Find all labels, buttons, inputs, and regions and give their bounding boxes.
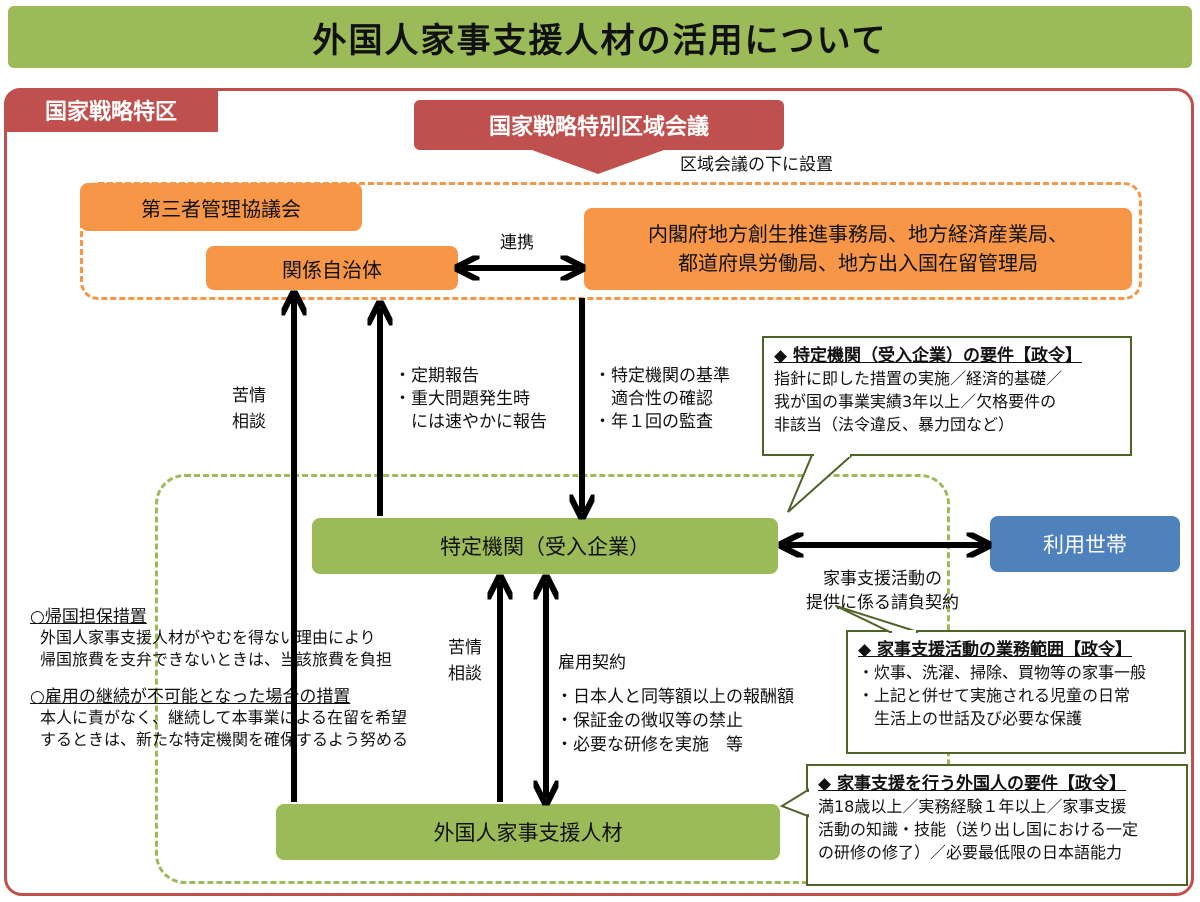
company-requirements-pointer bbox=[787, 454, 855, 513]
employment-line-2: ・保証金の徴収等の禁止 bbox=[556, 710, 743, 731]
report-line-3: には速やかに報告 bbox=[394, 411, 547, 432]
worker-requirements-line-2: 活動の知識・技能（送り出し国における一定 bbox=[818, 819, 1139, 839]
worker-requirements-title: ◆ 家事支援を行う外国人の要件【政令】 bbox=[818, 774, 1126, 794]
company-requirements-line-2: 我が国の事業実績3年以上／欠格要件の bbox=[774, 391, 1057, 411]
complaint2-line-2: 相談 bbox=[448, 663, 482, 684]
local-government-box: 関係自治体 bbox=[206, 246, 458, 290]
complaint-label-bottom: 苦情 相談 bbox=[448, 636, 482, 687]
audit-line-2: 適合性の確認 bbox=[594, 388, 713, 409]
audit-line-3: ・年１回の監査 bbox=[594, 411, 713, 432]
zone-council-box: 国家戦略特別区域会議 bbox=[414, 100, 784, 150]
contract-line-1: 家事支援活動の bbox=[823, 569, 942, 589]
employment-continuity-title: ○雇用の継続が不可能となった場合の措置 bbox=[30, 687, 351, 707]
employment-line-1: ・日本人と同等額以上の報酬額 bbox=[556, 687, 794, 707]
complaint-line-1: 苦情 bbox=[232, 386, 266, 406]
report-label: ・定期報告 ・重大問題発生時 には速やかに報告 bbox=[394, 365, 547, 434]
audit-label: ・特定機関の基準 適合性の確認 ・年１回の監査 bbox=[594, 365, 730, 434]
report-line-1: ・定期報告 bbox=[394, 366, 479, 386]
service-scope-line-2: ・上記と併せて実施される児童の日常 bbox=[858, 685, 1131, 705]
complaint-label-top: 苦情 相談 bbox=[232, 384, 266, 435]
complaint2-line-1: 苦情 bbox=[448, 638, 482, 658]
return-guarantee-line-2: 帰国旅費を支弁できないときは、当該旅費を負担 bbox=[40, 649, 393, 669]
company-requirements-line-3: 非該当（法令違反、暴力団など） bbox=[774, 414, 1015, 434]
report-line-2: ・重大問題発生時 bbox=[394, 388, 530, 409]
worker-requirements-box: ◆ 家事支援を行う外国人の要件【政令】 満18歳以上／実務経験１年以上／家事支援… bbox=[806, 764, 1188, 886]
employment-continuity-note: ○雇用の継続が不可能となった場合の措置 本人に責がなく、継続して本事業による在留… bbox=[30, 682, 450, 750]
company-requirements-line-1: 指針に即した措置の実施／経済的基礎／ bbox=[774, 369, 1063, 389]
return-guarantee-title: ○帰国担保措置 bbox=[30, 607, 147, 627]
service-scope-title: ◆ 家事支援活動の業務範囲【政令】 bbox=[858, 640, 1132, 660]
employment-continuity-line-2: するときは、新たな特定機関を確保するよう努める bbox=[40, 729, 409, 749]
worker-requirements-line-1: 満18歳以上／実務経験１年以上／家事支援 bbox=[818, 797, 1127, 817]
audit-line-1: ・特定機関の基準 bbox=[594, 366, 730, 386]
user-household-box: 利用世帯 bbox=[990, 516, 1180, 572]
third-party-committee-box: 第三者管理協議会 bbox=[80, 183, 362, 231]
company-requirements-box: ◆ 特定機関（受入企業）の要件【政令】 指針に即した措置の実施／経済的基礎／ 我… bbox=[762, 336, 1132, 456]
agencies-line-2: 都道府県労働局、地方出入国在留管理局 bbox=[678, 251, 1038, 275]
employment-continuity-line-1: 本人に責がなく、継続して本事業による在留を希望 bbox=[40, 708, 408, 727]
company-requirements-title: ◆ 特定機関（受入企業）の要件【政令】 bbox=[774, 346, 1082, 366]
cooperation-label: 連携 bbox=[500, 233, 534, 253]
agencies-box: 内閣府地方創生推進事務局、地方経済産業局、 都道府県労働局、地方出入国在留管理局 bbox=[584, 208, 1132, 290]
designated-company-box: 特定機関（受入企業） bbox=[312, 518, 778, 574]
service-scope-line-1: ・炊事、洗濯、掃除、買物等の家事一般 bbox=[858, 663, 1147, 683]
service-scope-pointer bbox=[835, 605, 919, 633]
worker-requirements-pointer bbox=[779, 788, 809, 818]
employment-contract-label: 雇用契約 bbox=[558, 653, 626, 673]
worker-requirements-line-3: の研修の修了）／必要最低限の日本語能力 bbox=[818, 842, 1123, 862]
foreign-worker-box: 外国人家事支援人材 bbox=[276, 804, 780, 860]
strategic-zone-label: 国家戦略特区 bbox=[4, 88, 218, 132]
employment-line-3: ・必要な研修を実施 等 bbox=[556, 734, 743, 755]
strategic-zone-frame bbox=[4, 88, 1194, 896]
complaint-line-2: 相談 bbox=[232, 411, 266, 432]
return-guarantee-note: ○帰国担保措置 外国人家事支援人材がやむを得ない理由により 帰国旅費を支弁できな… bbox=[30, 602, 450, 670]
service-scope-line-3: 生活上の世話及び必要な保護 bbox=[858, 708, 1083, 728]
council-note: 区域会議の下に設置 bbox=[680, 155, 833, 175]
council-down-arrow-icon bbox=[532, 150, 664, 174]
service-scope-box: ◆ 家事支援活動の業務範囲【政令】 ・炊事、洗濯、掃除、買物等の家事一般 ・上記… bbox=[846, 630, 1186, 754]
employment-terms: ・日本人と同等額以上の報酬額 ・保証金の徴収等の禁止 ・必要な研修を実施 等 bbox=[556, 686, 794, 757]
agencies-line-1: 内閣府地方創生推進事務局、地方経済産業局、 bbox=[648, 222, 1068, 246]
committee-group-frame bbox=[80, 182, 1142, 300]
page-title: 外国人家事支援人材の活用について bbox=[8, 6, 1192, 68]
